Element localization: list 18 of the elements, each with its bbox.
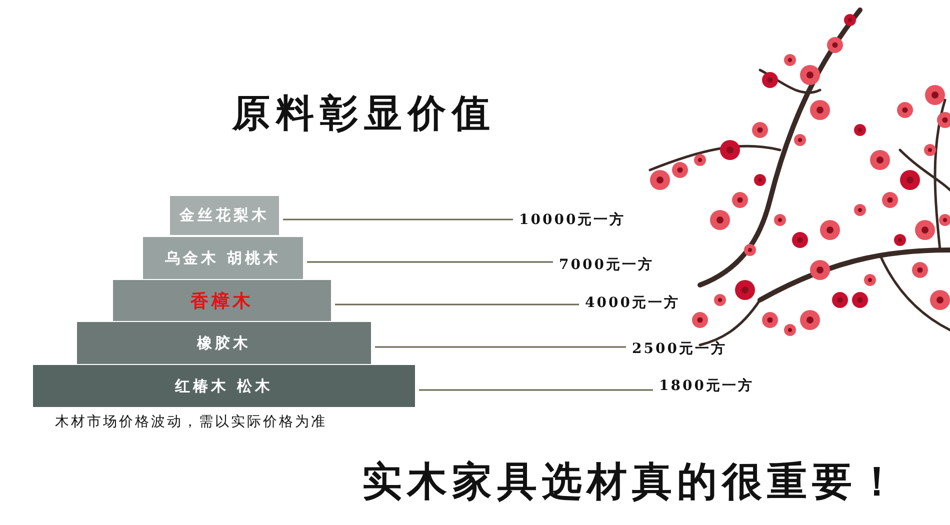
tier-box: 乌金木 胡桃木 — [143, 237, 303, 279]
tier-box: 香樟木 — [113, 280, 331, 321]
leader-line — [335, 304, 579, 306]
price-label: 7000元一方 — [559, 256, 654, 274]
tier-box: 红椿木 松木 — [33, 365, 415, 407]
slogan: 实木家具选材真的很重要！ — [362, 457, 902, 507]
price-label: 1800元一方 — [659, 377, 754, 395]
title: 原料彰显价值 — [232, 89, 496, 137]
leader-line — [375, 346, 626, 348]
tier-box: 金丝花梨木 — [170, 196, 279, 235]
leader-line — [283, 218, 513, 220]
leader-line — [419, 389, 653, 391]
price-label: 10000元一方 — [519, 211, 626, 229]
price-label: 4000元一方 — [585, 294, 680, 312]
leader-line — [307, 261, 553, 263]
price-label: 2500元一方 — [632, 340, 727, 358]
note: 木材市场价格波动，需以实际价格为准 — [55, 413, 327, 431]
tier-box: 橡胶木 — [77, 322, 371, 364]
